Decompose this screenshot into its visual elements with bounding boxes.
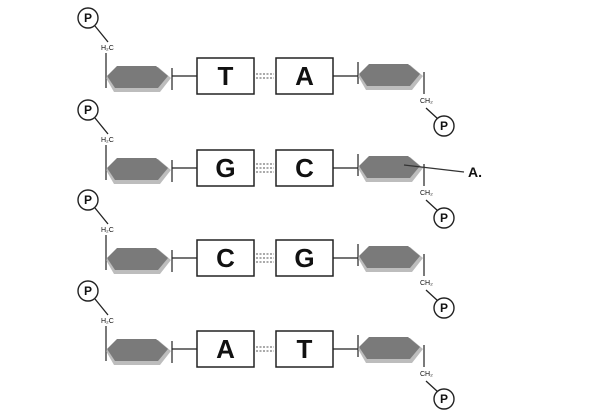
right-phosphate-bond-1 bbox=[425, 107, 439, 120]
right-phosphate-3-circle bbox=[433, 297, 455, 319]
left-linker-label-1: H₂C bbox=[101, 45, 114, 52]
right-phosphate-1-label: P bbox=[440, 119, 448, 133]
right-phosphate-3-label: P bbox=[440, 301, 448, 315]
right-base-box-3 bbox=[275, 239, 334, 277]
right-phosphate-2-circle bbox=[433, 207, 455, 229]
left-base-box-3 bbox=[196, 239, 255, 277]
left-phosphate-bond-3 bbox=[94, 207, 109, 225]
right-phosphate-1-circle bbox=[433, 115, 455, 137]
right-sugar-4 bbox=[359, 337, 420, 359]
right-linker-label-3: CH₂ bbox=[420, 280, 433, 287]
right-phosphate-bond-3 bbox=[425, 289, 439, 302]
left-phosphate-bond-2 bbox=[94, 117, 109, 135]
left-phosphate-3-circle bbox=[77, 189, 99, 211]
left-base-label-1: T bbox=[218, 61, 234, 91]
right-phosphate-4-circle bbox=[433, 388, 455, 410]
callout-label: A. bbox=[468, 164, 482, 180]
left-base-box-2 bbox=[196, 149, 255, 187]
left-phosphate-4-circle bbox=[77, 280, 99, 302]
right-linker-label-4: CH₂ bbox=[420, 371, 433, 378]
left-base-label-3: C bbox=[216, 243, 235, 273]
left-phosphate-4-label: P bbox=[84, 284, 92, 298]
callout-line bbox=[403, 164, 465, 173]
left-phosphate-3-label: P bbox=[84, 193, 92, 207]
left-sugar-3 bbox=[107, 248, 168, 270]
right-phosphate-bond-4 bbox=[425, 380, 439, 393]
left-phosphate-bond-4 bbox=[94, 298, 109, 316]
left-phosphate-2-circle bbox=[77, 99, 99, 121]
left-sugar-1 bbox=[107, 66, 168, 88]
left-phosphate-bond-1 bbox=[94, 25, 109, 43]
left-base-box-4 bbox=[196, 330, 255, 368]
left-phosphate-2-label: P bbox=[84, 103, 92, 117]
left-base-label-2: G bbox=[215, 153, 235, 183]
left-linker-label-2: H₂C bbox=[101, 137, 114, 144]
left-phosphate-1-label: P bbox=[84, 11, 92, 25]
right-base-label-3: G bbox=[294, 243, 314, 273]
right-phosphate-4-label: P bbox=[440, 392, 448, 406]
left-sugar-2 bbox=[107, 158, 168, 180]
right-sugar-2 bbox=[359, 156, 420, 178]
right-linker-label-2: CH₂ bbox=[420, 190, 433, 197]
right-base-label-4: T bbox=[297, 334, 313, 364]
right-linker-label-1: CH₂ bbox=[420, 98, 433, 105]
right-base-label-2: C bbox=[295, 153, 314, 183]
left-base-box-1 bbox=[196, 57, 255, 95]
right-phosphate-2-label: P bbox=[440, 211, 448, 225]
right-sugar-3 bbox=[359, 246, 420, 268]
right-phosphate-bond-2 bbox=[425, 199, 439, 212]
left-sugar-4 bbox=[107, 339, 168, 361]
left-base-label-4: A bbox=[216, 334, 235, 364]
right-base-label-1: A bbox=[295, 61, 314, 91]
left-linker-label-3: H₂C bbox=[101, 227, 114, 234]
right-sugar-1 bbox=[359, 64, 420, 86]
right-base-box-4 bbox=[275, 330, 334, 368]
left-phosphate-1-circle bbox=[77, 7, 99, 29]
right-base-box-1 bbox=[275, 57, 334, 95]
left-linker-label-4: H₂C bbox=[101, 318, 114, 325]
